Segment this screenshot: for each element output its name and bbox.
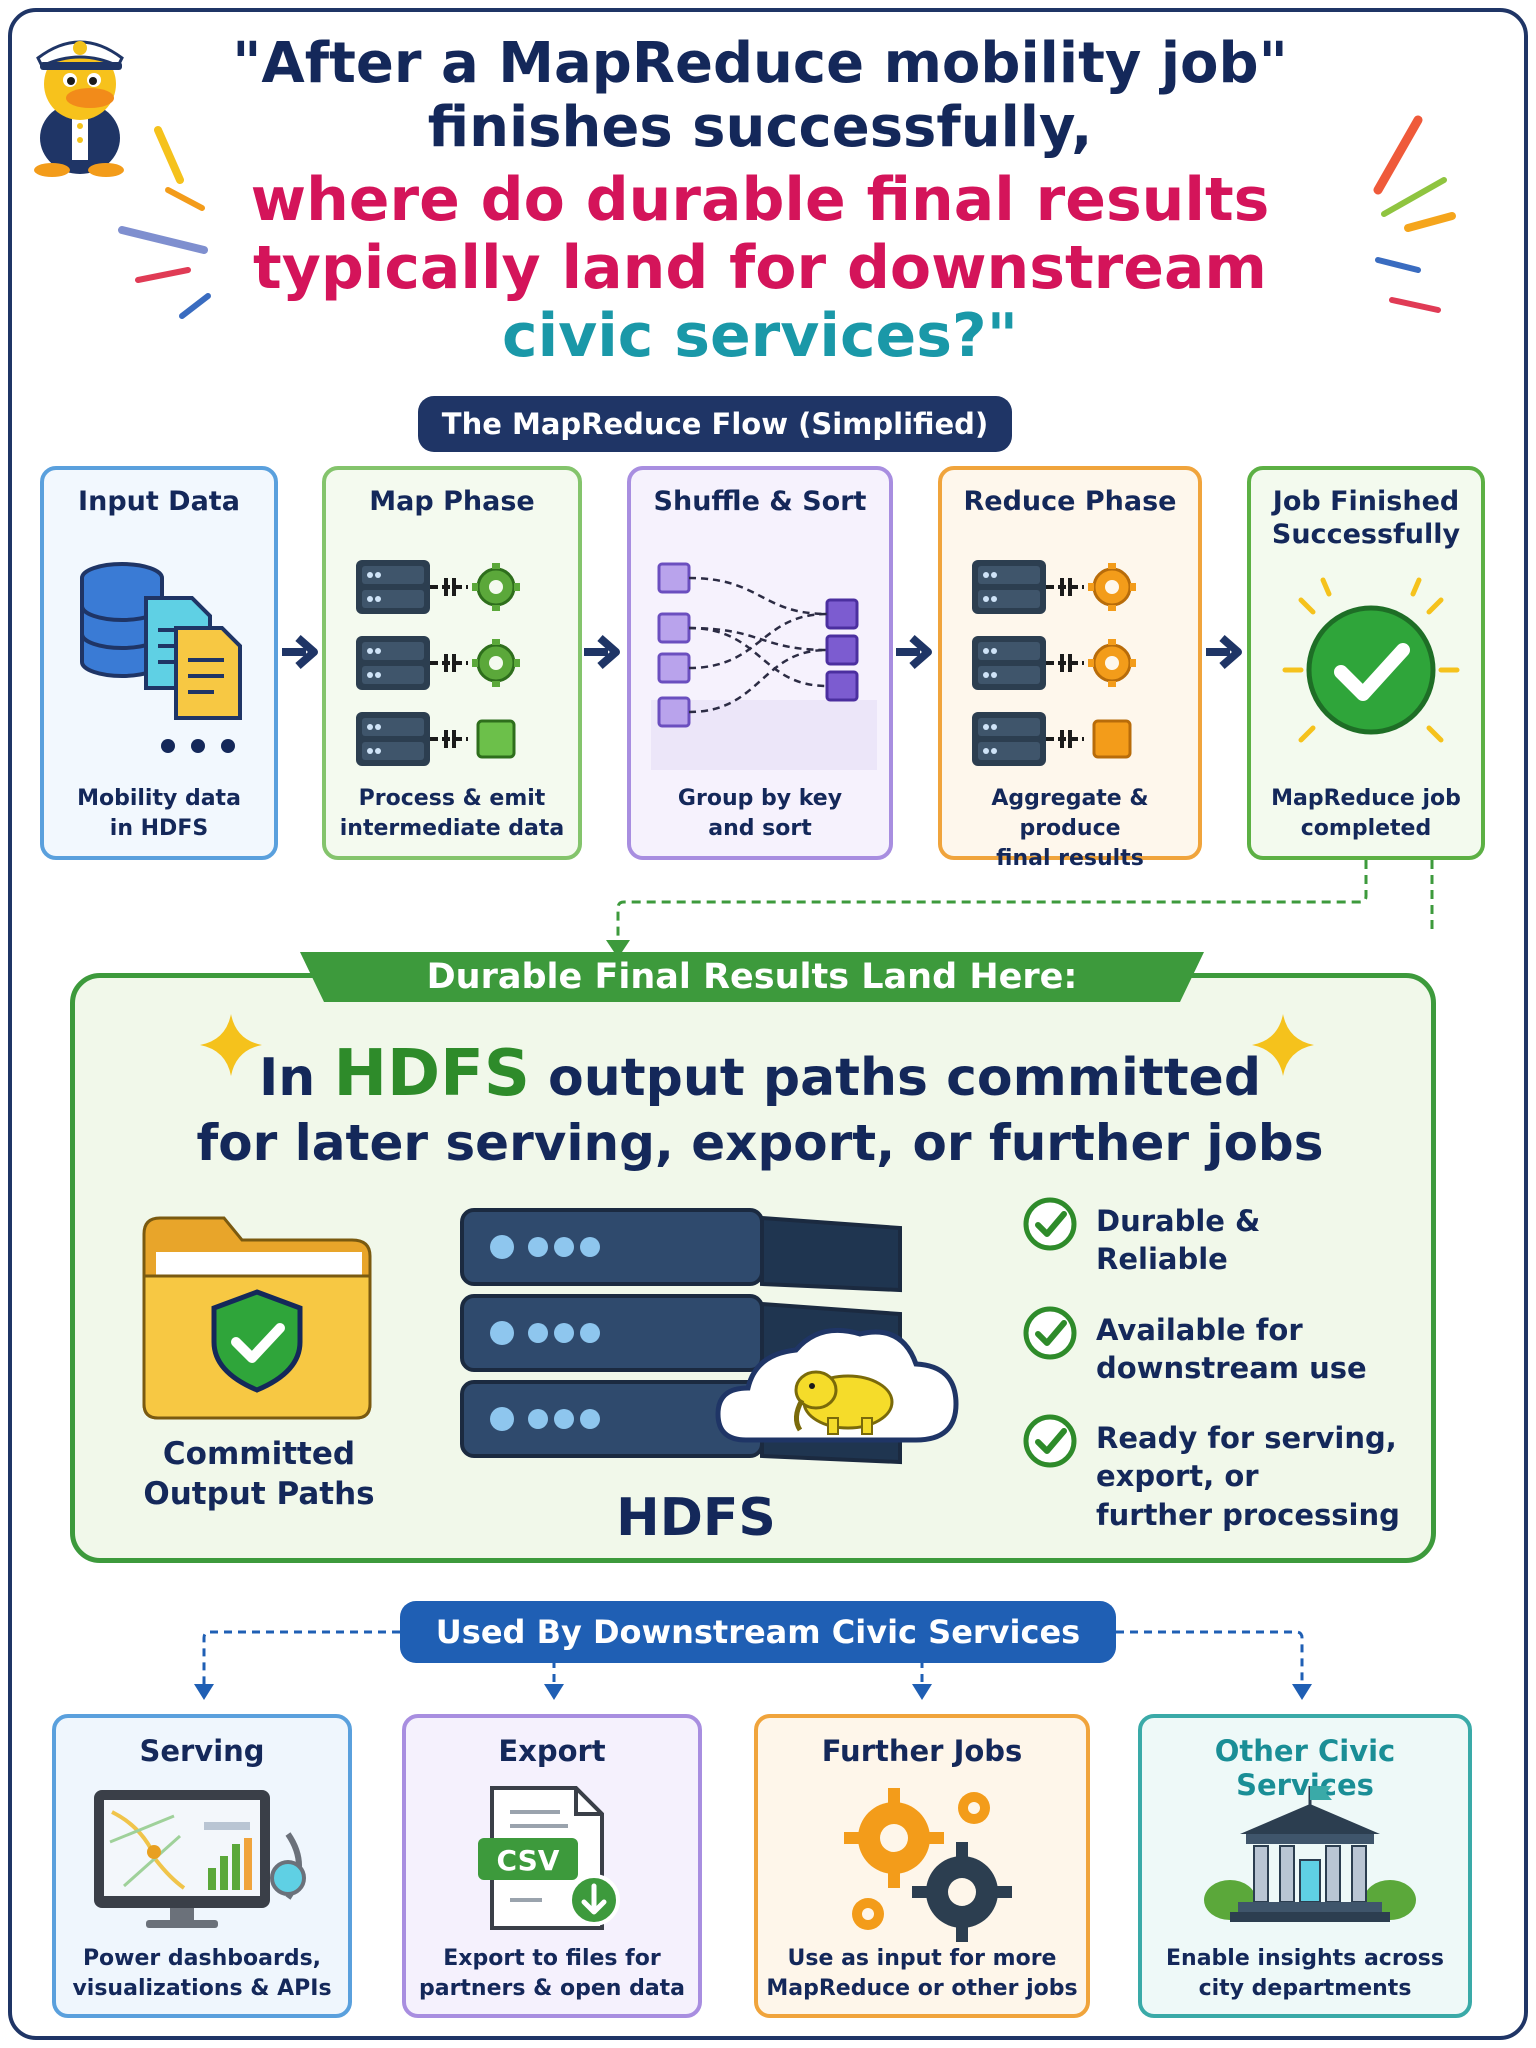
database-icon [80,562,242,753]
benefit-text: Ready for serving, export, or further pr… [1096,1421,1400,1532]
service-serving: Serving Power dashboards, visualizations… [52,1714,352,2018]
check-circle-icon [1023,1197,1077,1251]
service-subtitle: Use as input for more MapReduce or other… [766,1946,1078,2001]
stage-title: Reduce Phase [963,486,1177,517]
stage-subtitle: Mobility data in HDFS [77,786,241,841]
title-line-2: finishes successfully, [427,94,1093,160]
benefit-item: Ready for serving, export, or further pr… [1022,1413,1402,1534]
service-export: Export CSV Export to files for partners … [402,1714,702,2018]
downstream-connectors [194,1630,1312,1700]
server-gear-icon [354,560,520,768]
title-line-3: where do durable final results [250,164,1270,235]
headline-highlight: HDFS [333,1037,530,1111]
flow-arrow [282,634,318,670]
service-title: Further Jobs [821,1734,1023,1768]
result-connector [606,860,1434,958]
service-title: Other Civic Services [1214,1734,1396,1802]
burst-decoration-left [118,126,211,319]
headline-post: output paths committed [548,1048,1262,1108]
stage-subtitle: MapReduce job completed [1271,786,1461,841]
result-ribbon [300,952,1204,1002]
shuffle-icon [651,562,877,770]
benefit-item: Available for downstream use [1022,1305,1402,1388]
sparkle-icon [1252,1014,1314,1076]
stage-subtitle: Aggregate & produce final results [991,786,1149,871]
storage-caption: HDFS [616,1488,776,1548]
csv-badge: CSV [497,1844,560,1877]
service-title: Export [498,1734,606,1768]
stage-reduce-phase: Reduce Phase Aggregate & produce final r… [938,466,1202,871]
folder-shield-icon [142,1216,372,1420]
benefit-item: Durable & Reliable [1022,1196,1402,1279]
sparkle-icon [200,1014,262,1076]
server-gear-icon [970,558,1136,768]
stage-shuffle-sort: Shuffle & Sort Group by key and sort [627,466,893,860]
service-other-civic: Other Civic Services Enable insights acr… [1138,1714,1472,2018]
stage-title: Map Phase [369,486,535,517]
stage-map-phase: Map Phase Process & emit intermediate da… [322,466,582,860]
service-subtitle: Export to files for partners & open data [418,1946,686,2001]
benefits-list: Durable & Reliable Available for downstr… [1022,1196,1402,1560]
stage-title: Input Data [78,486,240,517]
stage-title: Shuffle & Sort [653,486,867,517]
check-circle-icon [1282,577,1460,743]
downstream-section-label: Used By Downstream Civic Services [400,1601,1116,1663]
result-ribbon-label: Durable Final Results Land Here: [426,957,1078,997]
stage-input-data: Input Data Mobility data in HDFS [40,466,278,860]
check-circle-icon [1023,1414,1077,1468]
service-subtitle: Power dashboards, visualizations & APIs [72,1946,332,2001]
headline-pre: In [258,1048,316,1108]
stage-title: Job Finished Successfully [1271,486,1461,550]
check-circle-icon [1023,1306,1077,1360]
title-line-5: civic services?" [502,301,1018,372]
headline-line-2: for later serving, export, or further jo… [196,1113,1324,1172]
benefit-text: Available for downstream use [1096,1312,1367,1385]
title-line-1: "After a MapReduce mobility job" [232,31,1288,96]
flow-arrow [896,634,932,670]
civic-building-icon [1204,1786,1416,1922]
service-subtitle: Enable insights across city departments [1166,1946,1444,2001]
gears-icon [844,1788,1012,1942]
service-title: Serving [139,1734,265,1768]
monitor-chart-icon [94,1790,306,1928]
stage-subtitle: Group by key and sort [677,786,843,841]
document-icon [144,596,242,720]
page-title: "After a MapReduce mobility job" finishe… [170,32,1350,371]
flow-arrow [584,634,620,670]
flow-arrow [1206,634,1242,670]
title-line-4: typically land for downstream [253,233,1267,304]
service-further-jobs: Further Jobs Use as input for more MapRe… [754,1714,1090,2018]
csv-file-icon: CSV [478,1786,620,1930]
benefit-text: Durable & Reliable [1096,1204,1261,1277]
burst-decoration-right [1373,115,1456,313]
flow-section-label: The MapReduce Flow (Simplified) [418,396,1012,452]
result-headline: In HDFS output paths committed for later… [170,1036,1350,1173]
duck-captain-icon [34,40,124,177]
server-icon [460,1208,959,1465]
stage-job-finished: Job Finished Successfully MapReduce job … [1247,466,1485,860]
folder-caption: Committed Output Paths [143,1436,375,1513]
hadoop-elephant-icon [715,1327,959,1443]
stage-subtitle: Process & emit intermediate data [339,786,565,841]
